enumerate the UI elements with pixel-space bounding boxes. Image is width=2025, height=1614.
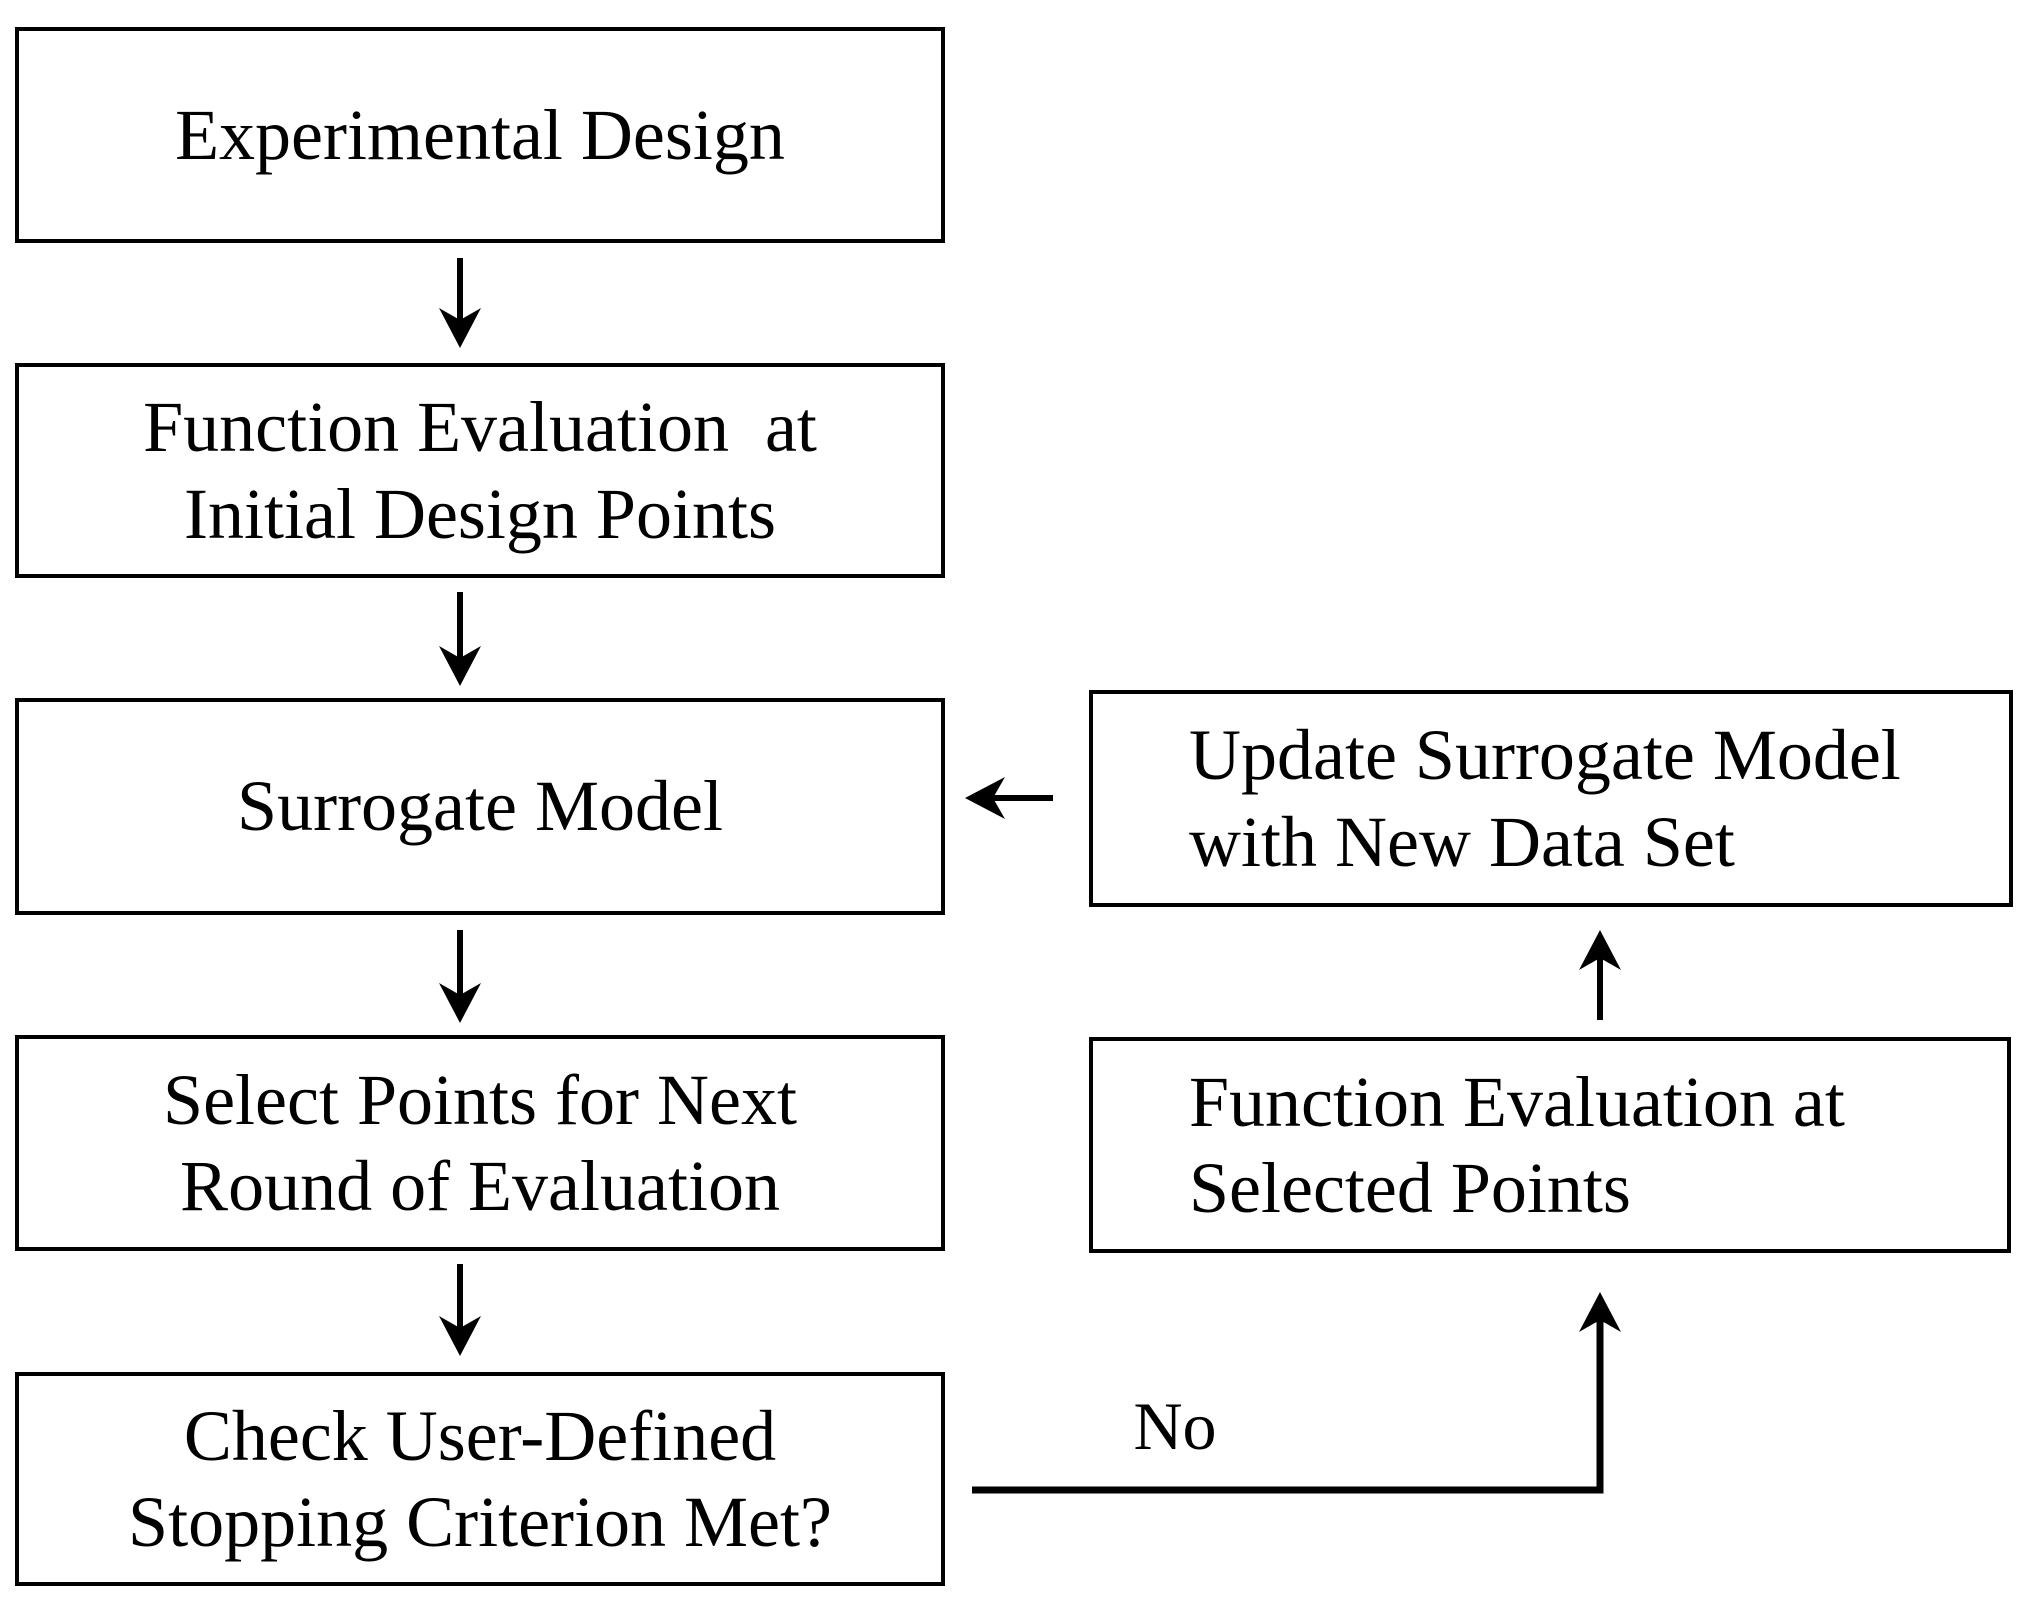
node-surrogate-model: Surrogate Model — [15, 698, 945, 915]
node-label-line2: Round of Evaluation — [180, 1146, 780, 1226]
node-label-line1: Function Evaluation at — [1189, 1061, 1845, 1142]
node-label-line2: with New Data Set — [1189, 801, 1735, 882]
node-select-points: Select Points for Next Round of Evaluati… — [15, 1035, 945, 1251]
arrow-no-path — [972, 1292, 1621, 1494]
node-label: Surrogate Model — [237, 766, 723, 847]
node-label-line2: Stopping Criterion Met? — [128, 1482, 832, 1562]
node-check-stopping-criterion: Check User-Defined Stopping Criterion Me… — [15, 1372, 945, 1586]
node-label: Experimental Design — [175, 94, 785, 175]
arrow-down-3 — [439, 930, 481, 1023]
node-label-line2: Initial Design Points — [184, 473, 776, 554]
node-label-line1: Check User-Defined — [183, 1395, 777, 1476]
node-label-line1: Function Evaluation at — [143, 387, 817, 468]
node-label-line2: Selected Points — [1189, 1148, 1631, 1228]
arrow-up-funceval-to-update — [1579, 930, 1621, 1020]
arrow-down-2 — [439, 592, 481, 686]
node-label-line1: Select Points for Next — [163, 1059, 797, 1140]
node-update-surrogate-model: Update Surrogate Model with New Data Set — [1089, 690, 2013, 907]
node-function-evaluation-initial: Function Evaluation at Initial Design Po… — [15, 363, 945, 578]
node-function-evaluation-selected: Function Evaluation at Selected Points — [1089, 1037, 2011, 1253]
arrow-left-update-to-surrogate — [965, 777, 1053, 819]
node-label-line1: Update Surrogate Model — [1189, 715, 1901, 796]
arrow-down-4 — [439, 1264, 481, 1356]
node-experimental-design: Experimental Design — [15, 27, 945, 243]
edge-label-no: No — [1133, 1388, 1217, 1464]
arrow-down-1 — [439, 258, 481, 348]
